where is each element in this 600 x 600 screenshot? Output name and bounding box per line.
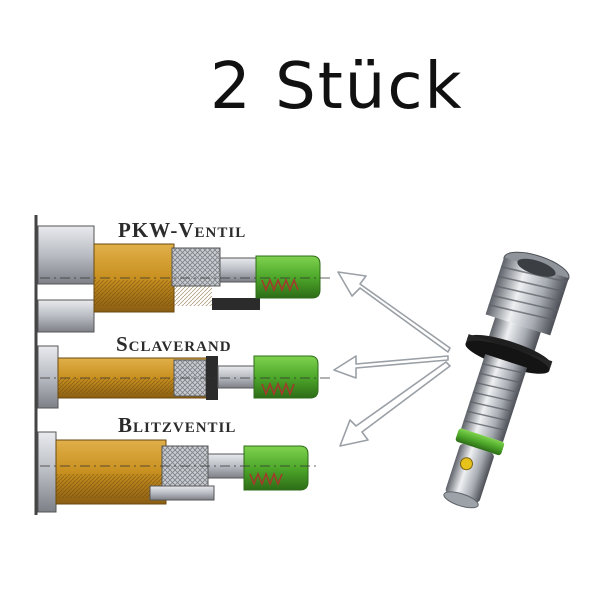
arrow-icon: [333, 271, 451, 447]
pkw-valve-drawing: [37, 225, 330, 333]
headline-quantity: 2 Stück: [210, 50, 464, 124]
blitz-valve-drawing: [37, 431, 320, 513]
valve-core-photo: [443, 251, 570, 509]
label-blitz-valve: Blitzventil: [118, 413, 237, 437]
label-sclaverand-valve: Sclaverand: [116, 332, 232, 356]
label-pkw-valve: PKW-Ventil: [118, 218, 247, 242]
sclaverand-valve-drawing: [37, 345, 330, 409]
